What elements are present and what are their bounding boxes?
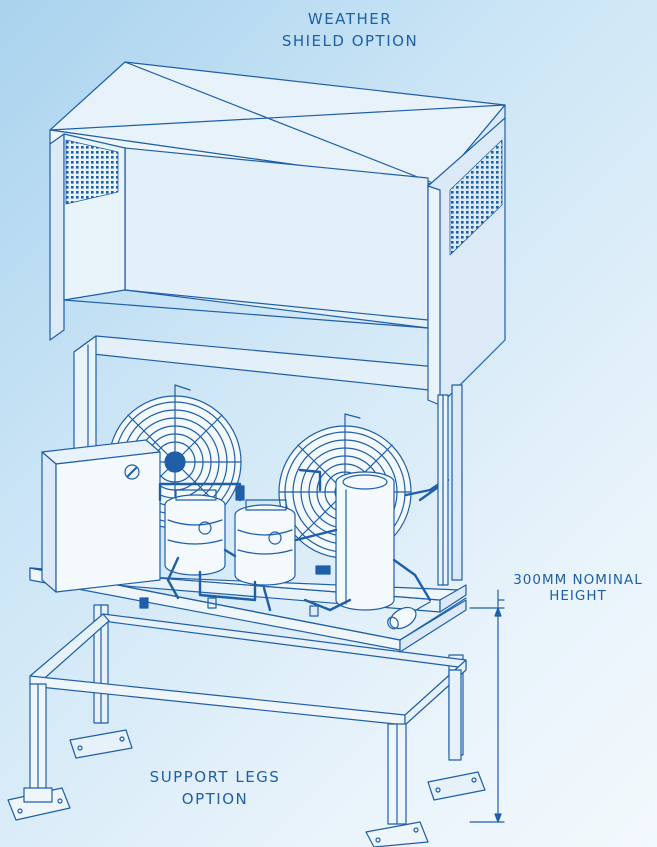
compressor-1 [164, 489, 226, 576]
weather-shield-label-line-2: SHIELD OPTION [281, 32, 419, 50]
weather-shield-label: WEATHER SHIELD OPTION [245, 8, 455, 52]
nominal-height-label-line-1: 300MM NOMINAL [513, 572, 643, 588]
weather-shield-label-line-1: WEATHER [307, 10, 393, 28]
nominal-height-label: 300MM NOMINAL HEIGHT [498, 572, 657, 604]
electrical-box [41, 439, 161, 593]
weather-shield [49, 61, 506, 586]
support-legs-label-line-2: OPTION [181, 790, 249, 808]
nominal-height-label-line-2: HEIGHT [549, 588, 607, 604]
support-legs-label-line-1: SUPPORT LEGS [149, 768, 281, 786]
support-legs-label: SUPPORT LEGS OPTION [115, 766, 315, 810]
isolator-switch-icon [124, 464, 140, 480]
support-legs-frame [7, 604, 486, 847]
right-louvre [449, 139, 503, 256]
liquid-receiver [335, 471, 395, 611]
left-louvre [65, 139, 119, 205]
filter-drier [387, 601, 431, 630]
compressor-2 [234, 499, 296, 586]
pipe-fittings [139, 485, 331, 617]
height-dimension [469, 589, 505, 823]
pipework [158, 468, 450, 612]
